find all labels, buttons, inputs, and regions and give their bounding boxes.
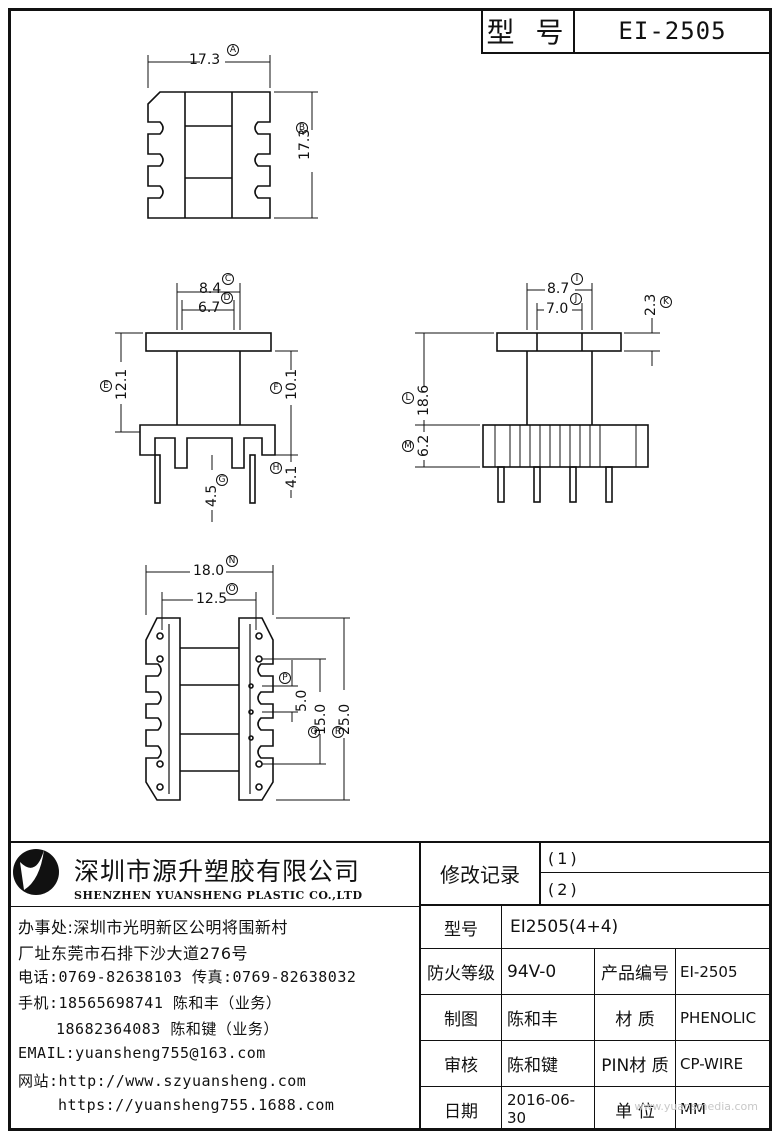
front-top-outer-dim: 8.4 — [199, 281, 222, 297]
side-total-height-dim: 18.6 — [416, 384, 432, 416]
factory-address: 厂址东莞市石排下沙大道276号 — [18, 944, 249, 963]
spec-fire-value: 94V-0 — [507, 961, 557, 982]
model-header-label: 型 号 — [483, 10, 575, 52]
front-top-inner-dim: 6.7 — [198, 300, 221, 316]
spec-fire-label: 防火等级 — [427, 964, 495, 984]
bottom-span-tag: Q — [308, 726, 320, 738]
bottom-width-tag: N — [226, 555, 238, 567]
revision-row-line — [539, 872, 772, 873]
top-width-tag: A — [227, 44, 239, 56]
front-pin-length-dim: 4.5 — [204, 484, 220, 507]
bottom-width-dim: 18.0 — [193, 563, 225, 579]
top-view — [147, 55, 318, 219]
company-divider — [8, 906, 419, 907]
top-height-tag: B — [296, 122, 308, 134]
spec-unit-value: MM — [680, 1100, 706, 1118]
title-block-divider — [419, 841, 421, 1131]
side-flange-dim: 2.3 — [643, 293, 659, 316]
front-view — [115, 283, 298, 522]
spec-pin-material-value: CP-WIRE — [680, 1054, 744, 1073]
bottom-inner-dim: 12.5 — [196, 591, 228, 607]
office-address: 办事处:深圳市光明新区公明将围新村 — [18, 918, 288, 937]
side-base-height-dim: 6.2 — [416, 434, 432, 457]
front-window-height-dim: 10.1 — [284, 368, 300, 400]
watermark: www.yuansmedia.com — [634, 1100, 758, 1113]
front-total-height-tag: E — [100, 380, 112, 392]
spec-date-value: 2016-06-30 — [507, 1091, 576, 1127]
front-pin-length-tag: G — [216, 474, 228, 486]
front-base-height-tag: H — [270, 462, 282, 474]
front-window-height-tag: F — [270, 382, 282, 394]
spec-model-label: 型号 — [444, 919, 478, 940]
revision-1: (1) — [548, 848, 580, 868]
spec-unit-label: 单 位 — [615, 1101, 655, 1122]
title-block-top-border — [8, 841, 772, 843]
bottom-pitch-tag: P — [279, 672, 291, 684]
spec-product-no-value: EI-2505 — [680, 962, 738, 981]
model-header: 型 号 EI-2505 — [481, 8, 772, 54]
side-top-outer-tag: I — [571, 273, 583, 285]
bottom-pitch-dim: 5.0 — [294, 689, 310, 712]
side-top-inner-tag: J — [570, 293, 582, 305]
spec-col-line-1 — [501, 904, 502, 1131]
website-2: https://yuansheng755.1688.com — [58, 1096, 335, 1114]
mobile-1: 手机:18565698741 陈和丰（业务） — [18, 994, 282, 1012]
phone-fax: 电话:0769-82638103 传真:0769-82638032 — [18, 968, 357, 986]
side-top-inner-dim: 7.0 — [546, 301, 569, 317]
company-logo — [13, 849, 59, 895]
spec-date-label: 日期 — [444, 1101, 478, 1122]
mobile-2: 18682364083 陈和键（业务） — [56, 1020, 279, 1038]
revision-2: (2) — [548, 879, 580, 899]
front-top-inner-tag: D — [221, 292, 233, 304]
company-name-cn: 深圳市源升塑胶有限公司 — [74, 857, 361, 886]
side-top-outer-dim: 8.7 — [547, 281, 570, 297]
spec-model-value: EI2505(4+4) — [510, 917, 619, 937]
company-name-en: SHENZHEN YUANSHENG PLASTIC CO.,LTD — [74, 889, 363, 902]
front-total-height-dim: 12.1 — [114, 368, 130, 400]
website-1: 网站:http://www.szyuansheng.com — [18, 1072, 307, 1090]
drawing-frame — [8, 8, 772, 1131]
spec-row-line-1 — [419, 904, 772, 906]
spec-check-label: 审核 — [444, 1056, 478, 1076]
front-base-height-dim: 4.1 — [284, 465, 300, 488]
spec-pin-material-label: PIN材 质 — [601, 1056, 669, 1076]
front-top-outer-tag: C — [222, 273, 234, 285]
spec-row-line-4 — [419, 1040, 772, 1041]
spec-col-line-3 — [675, 948, 676, 1131]
email: EMAIL:yuansheng755@163.com — [18, 1044, 266, 1062]
spec-check-value: 陈和键 — [507, 1056, 558, 1076]
spec-row-line-2 — [419, 948, 772, 949]
model-header-value: EI-2505 — [618, 17, 727, 45]
spec-drawn-value: 陈和丰 — [507, 1010, 558, 1030]
bottom-inner-tag: O — [226, 583, 238, 595]
side-total-height-tag: L — [402, 392, 414, 404]
side-base-height-tag: M — [402, 440, 414, 452]
side-view — [415, 283, 660, 503]
spec-product-no-label: 产品编号 — [601, 964, 669, 984]
side-flange-tag: K — [660, 296, 672, 308]
top-width-dim: 17.3 — [189, 52, 221, 68]
spec-row-line-3 — [419, 994, 772, 995]
spec-col-line-2 — [594, 948, 595, 1131]
revision-label: 修改记录 — [440, 863, 520, 887]
spec-drawn-label: 制图 — [444, 1010, 478, 1030]
spec-row-line-5 — [419, 1086, 772, 1087]
revision-divider — [539, 841, 541, 905]
spec-material-label: 材 质 — [615, 1010, 655, 1030]
spec-material-value: PHENOLIC — [680, 1008, 757, 1027]
bottom-view — [145, 565, 350, 801]
bottom-length-tag: R — [332, 726, 344, 738]
